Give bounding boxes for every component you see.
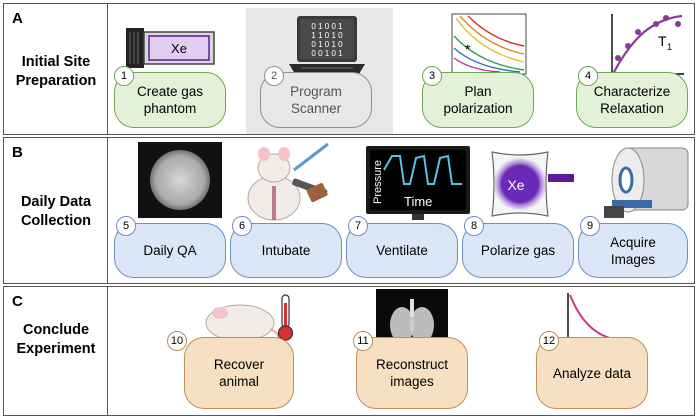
panel-divider: [107, 287, 108, 415]
panel-title: Initial Site Preparation: [15, 54, 97, 89]
svg-text:1 1 0 1 0: 1 1 0 1 0: [311, 31, 343, 40]
step-number-badge: 6: [232, 216, 252, 236]
step-analyze-data: Analyze data: [536, 337, 648, 409]
panel-letter: C: [12, 293, 23, 310]
panel-letter: A: [12, 10, 23, 27]
step-ventilate: Ventilate: [346, 223, 458, 278]
step-number-badge: 1: [114, 66, 134, 86]
gas-bag-icon: Xe: [491, 151, 574, 217]
step-number-badge: 4: [578, 66, 598, 86]
mri-scanner-icon: [604, 147, 689, 218]
panel-title: Daily Data Collection: [20, 194, 92, 229]
svg-text:0 1 0 1 0: 0 1 0 1 0: [311, 40, 343, 49]
qa-image-icon: [138, 142, 222, 218]
svg-text:1: 1: [667, 42, 672, 52]
recovering-mouse-icon: [205, 294, 294, 344]
polarization-plot-icon: *: [451, 13, 527, 75]
step-number-badge: 10: [167, 331, 187, 351]
step-number-badge: 9: [580, 216, 600, 236]
ventilator-monitor-icon: Pressure Time: [366, 146, 470, 220]
panel-daily-data-collection: B Daily Data Collection Pressure Ti: [3, 137, 695, 284]
svg-text:*: *: [465, 41, 471, 57]
intubation-icon: [247, 142, 329, 221]
svg-text:Time: Time: [404, 194, 432, 209]
laptop-icon: 0 1 0 0 1 1 1 0 1 0 0 1 0 1 0 0 0 1 0 1: [289, 16, 365, 74]
panel-title: Conclude Experiment: [16, 322, 96, 357]
step-number-badge: 12: [539, 331, 559, 351]
svg-text:0 0 1 0 1: 0 0 1 0 1: [311, 49, 343, 58]
step-number-badge: 8: [464, 216, 484, 236]
t1-relaxation-plot-icon: T 1: [611, 14, 684, 75]
gas-phantom-icon: Xe: [126, 28, 215, 68]
step-number-badge: 11: [353, 331, 373, 351]
svg-text:T: T: [658, 33, 667, 49]
step-number-badge: 3: [422, 66, 442, 86]
step-number-badge: 5: [116, 216, 136, 236]
svg-text:Xe: Xe: [507, 177, 524, 193]
step-number-badge: 2: [264, 66, 284, 86]
step-polarize-gas: Polarize gas: [462, 223, 574, 278]
step-intubate: Intubate: [230, 223, 342, 278]
panel-letter: B: [12, 144, 23, 161]
step-number-badge: 7: [348, 216, 368, 236]
panel-divider: [107, 4, 108, 134]
xe-label: Xe: [171, 41, 187, 56]
svg-text:Pressure: Pressure: [372, 160, 384, 204]
svg-text:0 1 0 0 1: 0 1 0 0 1: [311, 22, 343, 31]
panel-initial-site-preparation: A Initial Site Preparation Xe 0 1 0 0 1 …: [3, 3, 695, 135]
panel-divider: [107, 138, 108, 283]
